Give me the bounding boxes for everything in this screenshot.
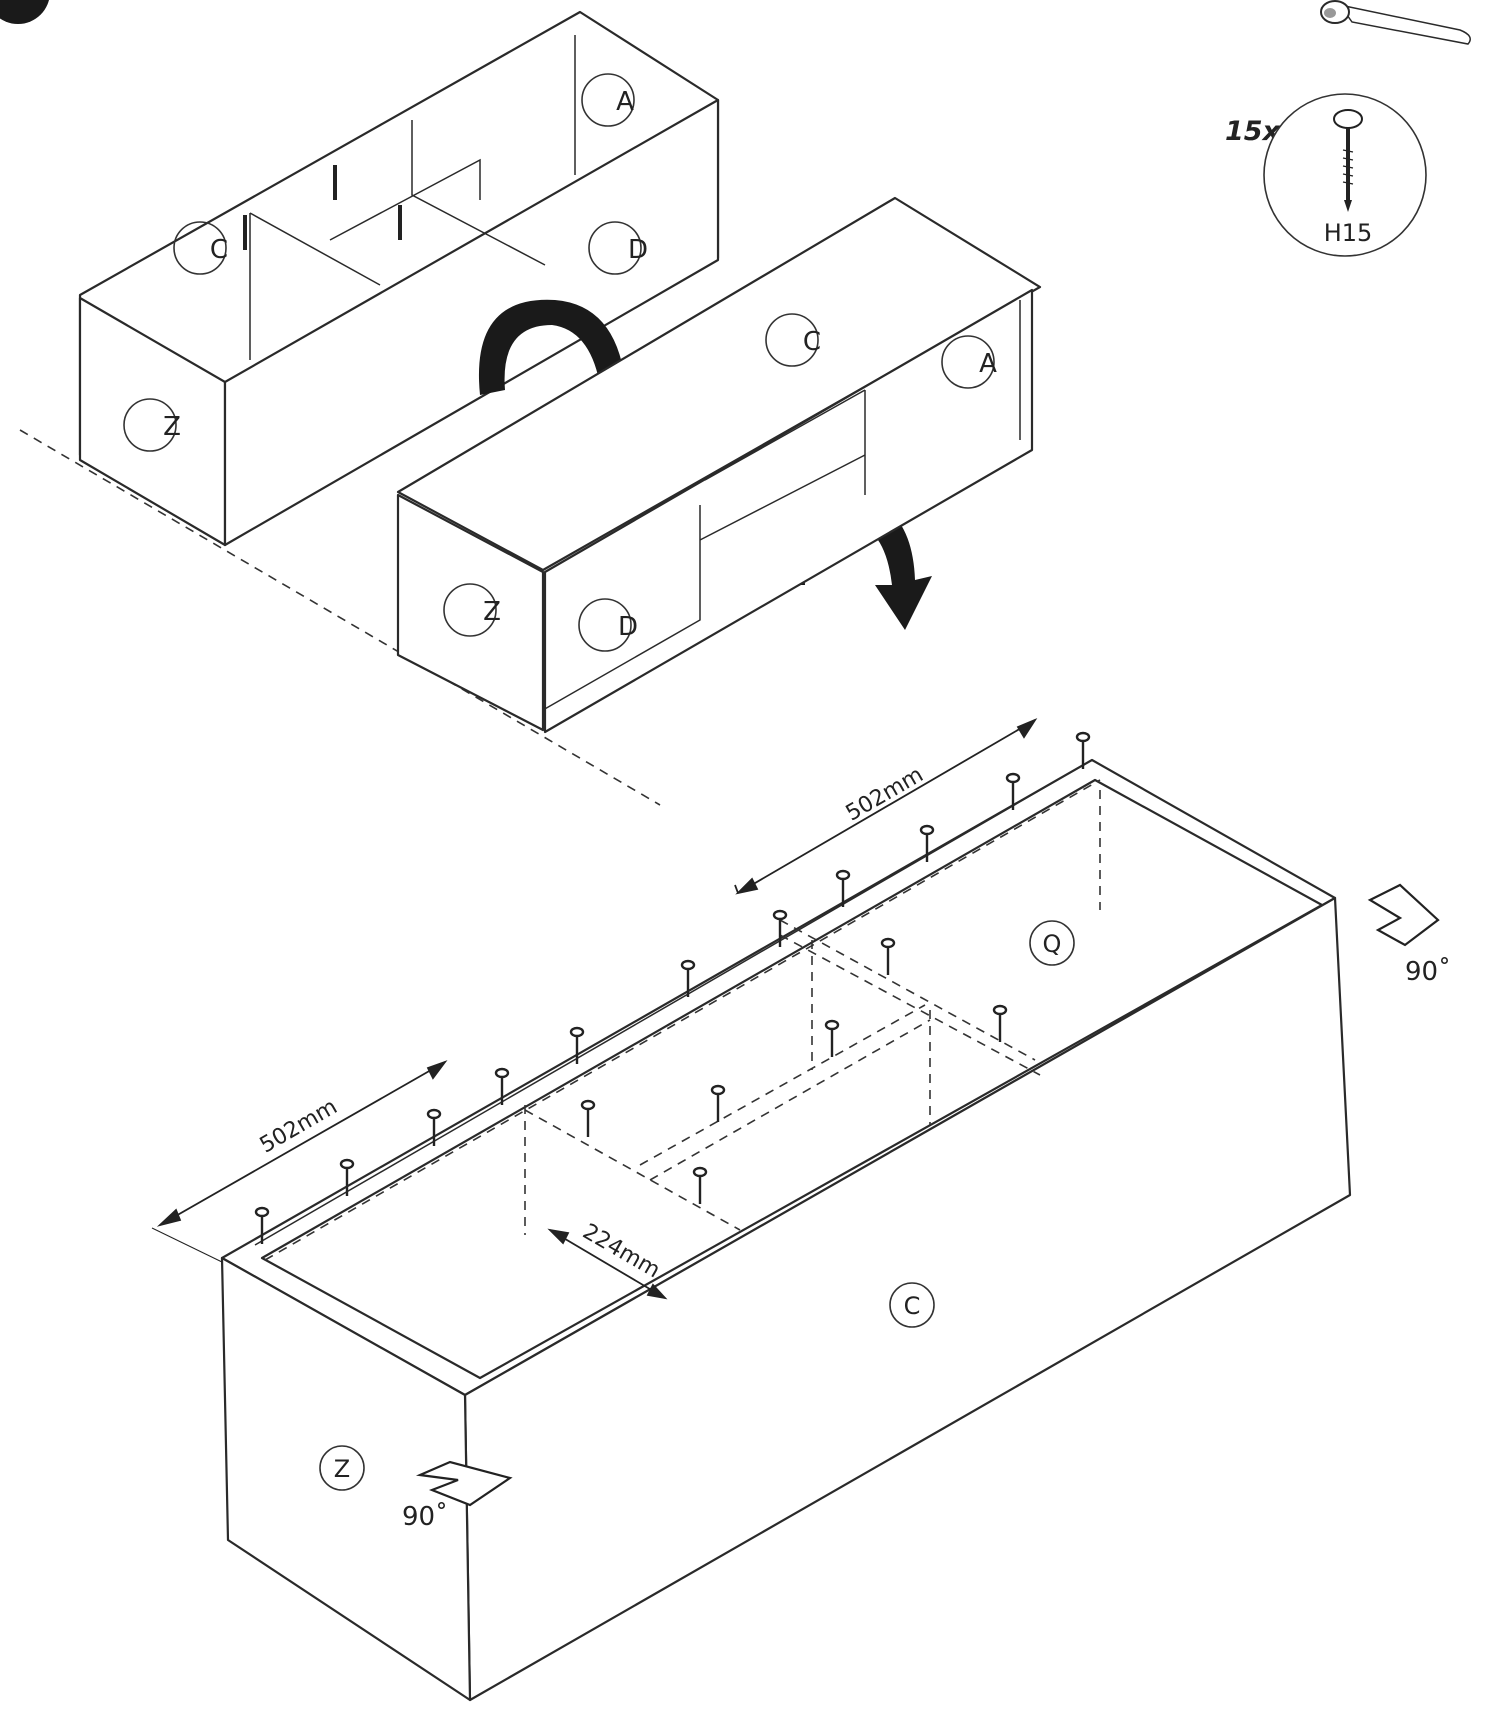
- cabinet-flipped-view: C A Z D: [396, 196, 1042, 734]
- part-label-z-flip: Z: [483, 597, 501, 627]
- part-label-z-main: Z: [334, 1455, 350, 1483]
- part-label-q: Q: [1043, 930, 1062, 958]
- nail-icon: [254, 731, 1091, 1244]
- hammer-icon: [1320, 0, 1471, 45]
- nail-code: H15: [1324, 219, 1373, 247]
- part-label-z-top: Z: [163, 412, 181, 442]
- step-badge: [0, 0, 49, 24]
- angle-left: 90˚: [402, 1502, 448, 1532]
- angle-right: 90˚: [1405, 957, 1451, 987]
- floor-guide-line: [19, 429, 661, 806]
- part-label-d-flip: D: [618, 612, 638, 642]
- cabinet-assembly-view: 502mm 502mm 224mm Q C Z 90˚ 90˚: [151, 718, 1451, 1702]
- part-label-c-main: C: [904, 1292, 921, 1320]
- part-label-a-top: A: [616, 87, 634, 117]
- right-angle-icon: [415, 1460, 513, 1507]
- cabinet-open-view: A C D Z: [78, 10, 720, 547]
- part-label-c-flip: C: [803, 327, 821, 357]
- dimension-top: 502mm: [842, 762, 928, 826]
- dimension-left: 502mm: [256, 1094, 342, 1158]
- nail-callout: H15: [1263, 93, 1427, 257]
- right-angle-icon: [1367, 883, 1440, 947]
- nail-icon: [1333, 109, 1363, 212]
- dimension-line: [151, 718, 1038, 1300]
- part-label-c-top: C: [210, 235, 228, 265]
- part-label-a-flip: A: [979, 349, 997, 379]
- part-label-d-top: D: [628, 235, 648, 265]
